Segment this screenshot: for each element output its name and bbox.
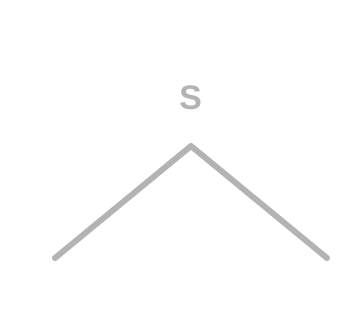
chevron-up-icon	[52, 143, 330, 261]
compass-heading-indicator: S	[52, 79, 330, 261]
